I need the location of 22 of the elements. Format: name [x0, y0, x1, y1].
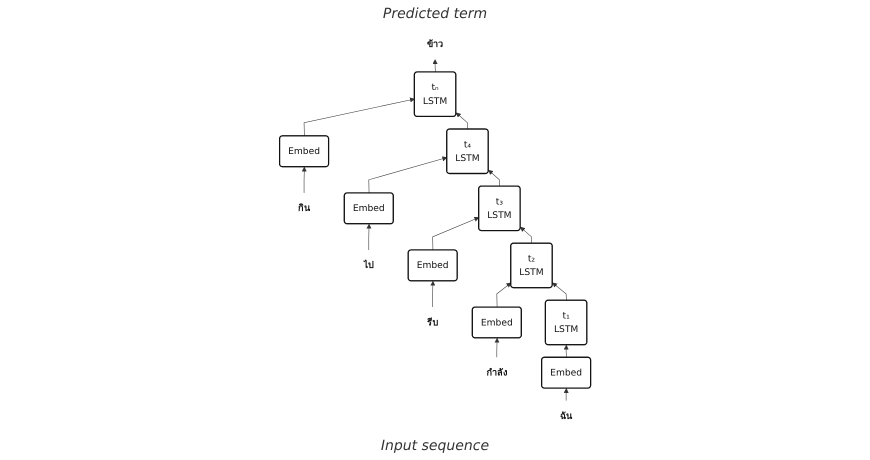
- output-caption: Predicted term: [382, 6, 488, 22]
- node-text: ข้าว: [426, 38, 444, 50]
- arrow: [456, 112, 468, 130]
- arrow: [368, 156, 448, 194]
- node-text: กำลัง: [486, 366, 508, 378]
- arrow: [564, 388, 569, 401]
- arrow: [432, 216, 480, 251]
- node-text: รีบ: [427, 316, 438, 328]
- arrow: [520, 226, 532, 244]
- node-text: กิน: [298, 202, 310, 214]
- arrow: [430, 280, 436, 308]
- node-text: ฉัน: [560, 410, 572, 422]
- arrow: [488, 170, 500, 187]
- arrow: [432, 59, 438, 72]
- arrow: [302, 166, 307, 194]
- arrow: [552, 282, 567, 301]
- arrow: [494, 338, 500, 358]
- node-text: ไป: [364, 260, 374, 271]
- arrow: [304, 97, 415, 136]
- sequence-caption: Input sequence: [380, 438, 490, 454]
- arrow: [496, 282, 512, 308]
- arrow: [366, 224, 372, 250]
